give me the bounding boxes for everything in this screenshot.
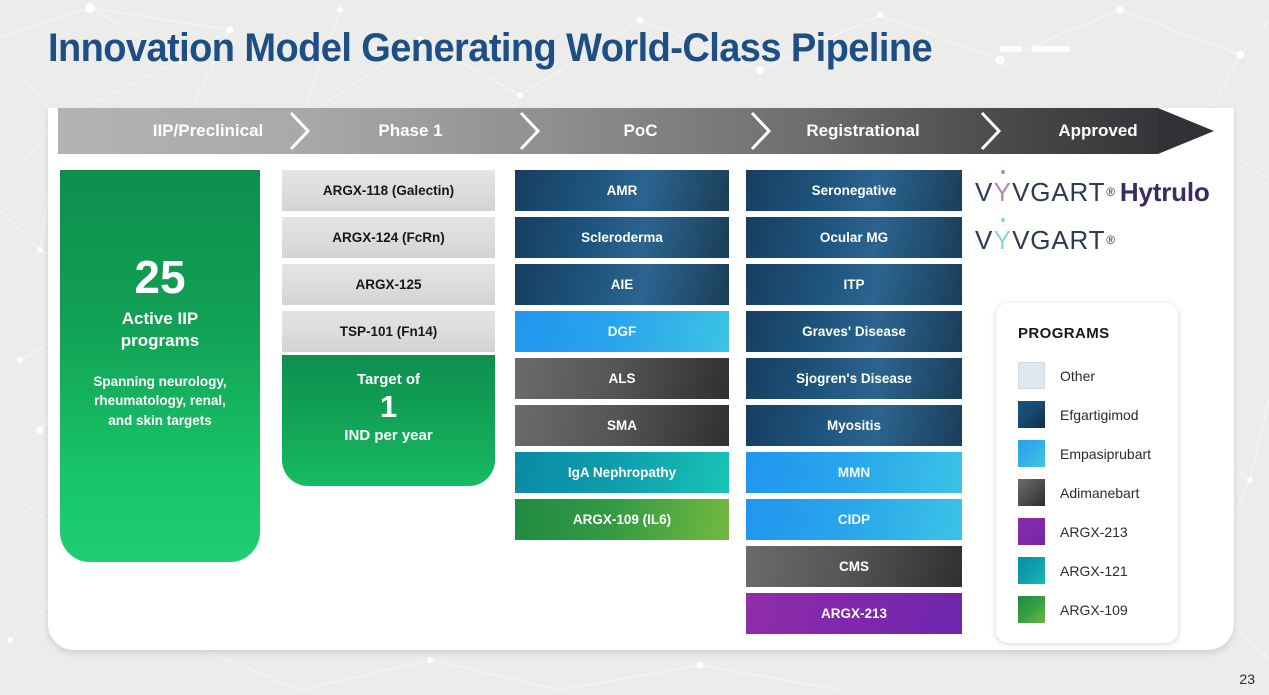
page-title: Innovation Model Generating World-Class … [48, 26, 933, 70]
column-phase1: ARGX-118 (Galectin) ARGX-124 (FcRn) ARGX… [282, 170, 495, 486]
legend-item-argx-213[interactable]: ARGX-213 [1018, 512, 1178, 551]
legend-label: Other [1060, 367, 1096, 384]
program-bar[interactable]: SMA [515, 405, 729, 446]
program-bar[interactable]: ARGX-213 [746, 593, 962, 634]
page-number: 23 [1239, 671, 1255, 687]
program-bar[interactable]: ARGX-109 (IL6) [515, 499, 729, 540]
phase-bar-background [58, 108, 1158, 154]
target-bottom-label: IND per year [344, 426, 433, 444]
phase-bar-arrow-tip [1158, 108, 1214, 154]
target-number: 1 [379, 389, 398, 424]
title-decoration-dashes [1000, 46, 1096, 54]
program-bar[interactable]: ALS [515, 358, 729, 399]
vyvgart-wordmark: V Y VGART ® [975, 169, 1116, 208]
program-bar[interactable]: AIE [515, 264, 729, 305]
legend-label: Efgartigimod [1060, 406, 1139, 423]
registered-trademark-icon: ® [1106, 185, 1116, 199]
legend-item-efgartigimod[interactable]: Efgartigimod [1018, 395, 1178, 434]
program-bar[interactable]: TSP-101 (Fn14) [282, 311, 495, 352]
legend-swatch-other [1018, 362, 1045, 389]
program-bar[interactable]: ARGX-125 [282, 264, 495, 305]
programs-legend: PROGRAMS Other Efgartigimod Empasiprubar… [996, 303, 1178, 643]
vyvgart-y-glyph-icon: Y [993, 169, 1012, 208]
legend-swatch-argx-121 [1018, 557, 1045, 584]
legend-swatch-argx-213 [1018, 518, 1045, 545]
program-bar[interactable]: CMS [746, 546, 962, 587]
program-bar[interactable]: DGF [515, 311, 729, 352]
program-bar[interactable]: IgA Nephropathy [515, 452, 729, 493]
legend-swatch-adimanebart [1018, 479, 1045, 506]
legend-item-argx-109[interactable]: ARGX-109 [1018, 590, 1178, 629]
phase-label-approved[interactable]: Approved [1058, 121, 1138, 140]
vyvgart-y-glyph-icon: Y [993, 217, 1012, 256]
legend-item-other[interactable]: Other [1018, 356, 1178, 395]
legend-swatch-empasiprubart [1018, 440, 1045, 467]
vyvgart-wordmark: V Y VGART ® [975, 217, 1116, 256]
legend-item-empasiprubart[interactable]: Empasiprubart [1018, 434, 1178, 473]
legend-label: ARGX-121 [1060, 562, 1128, 579]
phase-label-registrational[interactable]: Registrational [806, 121, 920, 140]
phase-label-preclinical[interactable]: IIP/Preclinical [152, 121, 264, 140]
program-bar[interactable]: Ocular MG [746, 217, 962, 258]
program-bar[interactable]: ARGX-124 (FcRn) [282, 217, 495, 258]
program-bar[interactable]: ARGX-118 (Galectin) [282, 170, 495, 211]
column-poc: AMR Scleroderma AIE DGF ALS SMA IgA Neph… [515, 170, 729, 546]
iip-count: 25 [134, 251, 186, 303]
legend-swatch-efgartigimod [1018, 401, 1045, 428]
program-bar[interactable]: Scleroderma [515, 217, 729, 258]
iip-detail-line1: Spanning neurology, [93, 373, 227, 389]
registered-trademark-icon: ® [1106, 233, 1116, 247]
iip-detail-line3: and skin targets [108, 412, 212, 428]
product-logo-vyvgart[interactable]: V Y VGART ® [975, 217, 1215, 262]
phase-header-bar: IIP/Preclinical Phase 1 PoC Registration… [58, 108, 1214, 154]
legend-label: Empasiprubart [1060, 445, 1152, 462]
legend-item-adimanebart[interactable]: Adimanebart [1018, 473, 1178, 512]
program-bar[interactable]: Seronegative [746, 170, 962, 211]
program-bar[interactable]: AMR [515, 170, 729, 211]
iip-headline-line2: programs [120, 330, 200, 350]
active-iip-programs-block: 25 Active IIP programs Spanning neurolog… [60, 170, 260, 562]
legend-title: PROGRAMS [1018, 325, 1110, 342]
iip-headline-line1: Active IIP [121, 309, 199, 328]
program-bar[interactable]: Sjogren's Disease [746, 358, 962, 399]
program-bar[interactable]: MMN [746, 452, 962, 493]
phase-label-phase1[interactable]: Phase 1 [378, 121, 443, 140]
target-top-label: Target of [356, 371, 421, 388]
legend-label: ARGX-109 [1060, 601, 1128, 618]
ind-target-block: Target of 1 IND per year [282, 355, 495, 486]
column-registrational: Seronegative Ocular MG ITP Graves' Disea… [746, 170, 962, 640]
legend-label: Adimanebart [1060, 484, 1140, 501]
legend-item-argx-121[interactable]: ARGX-121 [1018, 551, 1178, 590]
legend-swatch-argx-109 [1018, 596, 1045, 623]
product-suffix-hytrulo: Hytrulo [1119, 176, 1210, 207]
legend-label: ARGX-213 [1060, 523, 1128, 540]
program-bar[interactable]: Graves' Disease [746, 311, 962, 352]
program-bar[interactable]: CIDP [746, 499, 962, 540]
product-logo-vyvgart-hytrulo[interactable]: V Y VGART ® Hytrulo [975, 169, 1215, 214]
phase-label-poc[interactable]: PoC [623, 121, 658, 140]
column-preclinical: 25 Active IIP programs Spanning neurolog… [60, 170, 260, 562]
program-bar[interactable]: Myositis [746, 405, 962, 446]
column-approved: V Y VGART ® Hytrulo V Y VGART ® [975, 169, 1215, 262]
program-bar[interactable]: ITP [746, 264, 962, 305]
iip-detail-line2: rheumatology, renal, [94, 393, 226, 409]
